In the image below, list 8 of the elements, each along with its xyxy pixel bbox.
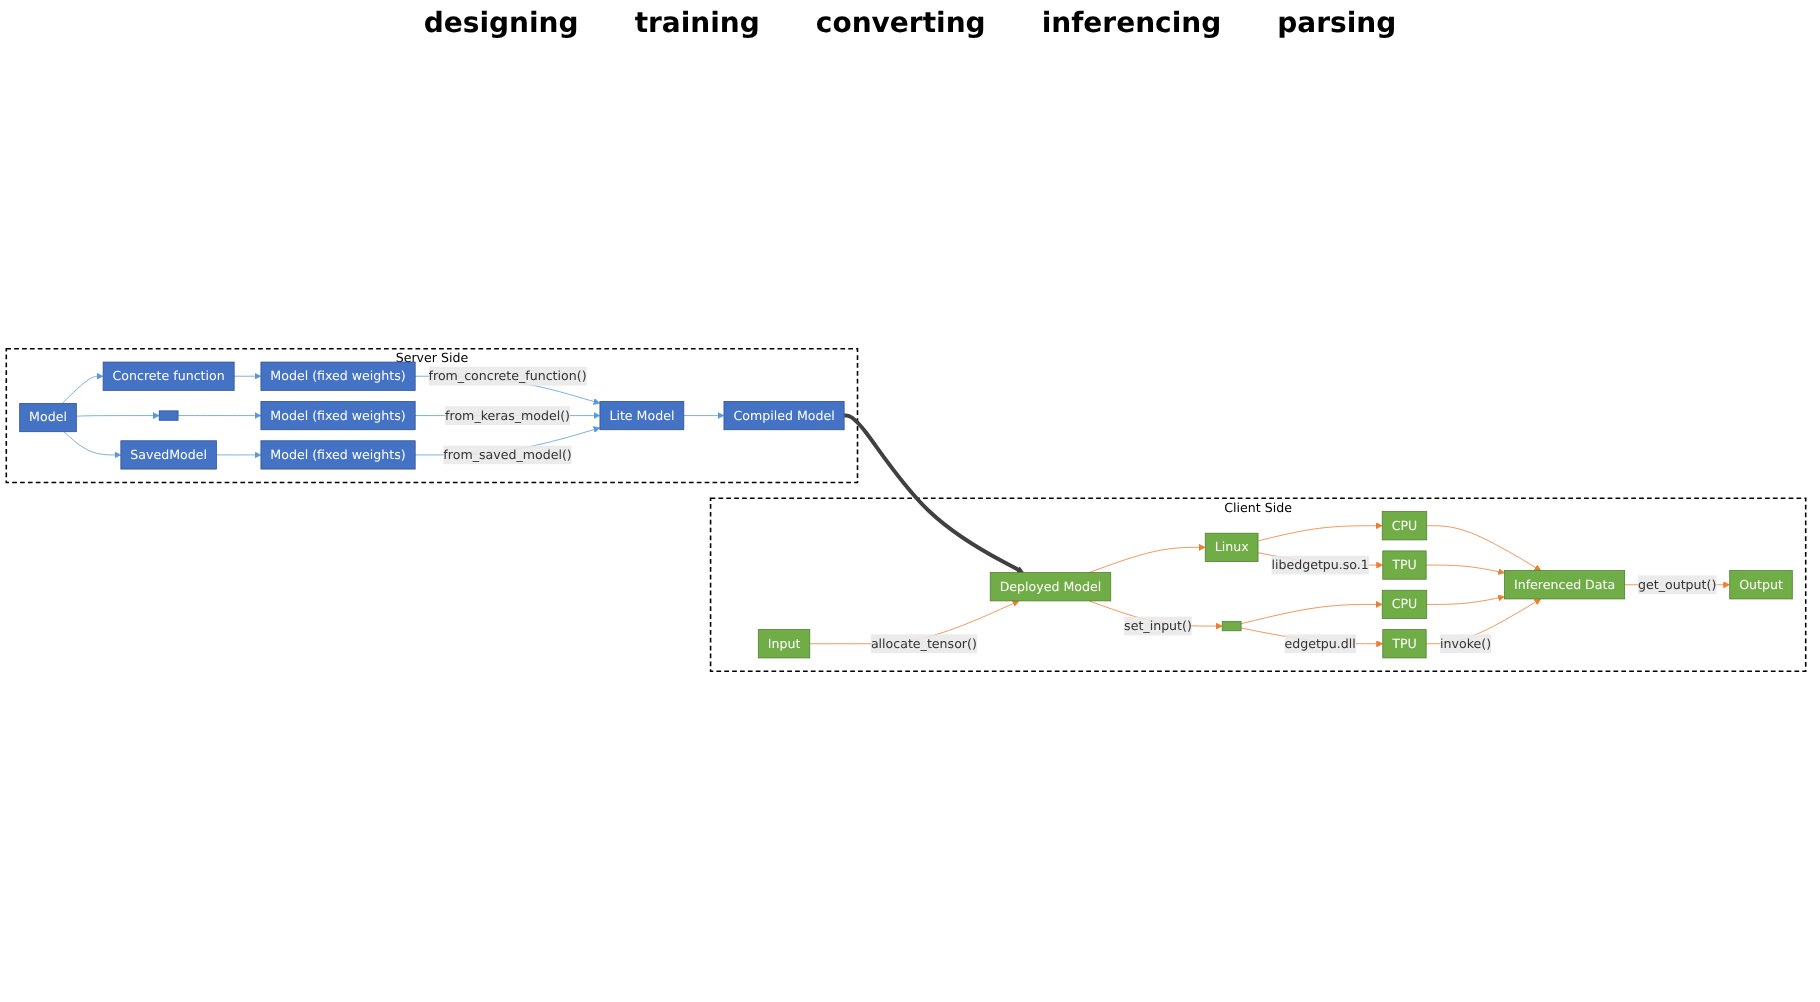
stage-heading: designing [423, 8, 579, 40]
stage-heading: training [634, 8, 760, 40]
stage-heading: converting [815, 8, 986, 40]
stage-heading: parsing [1277, 8, 1397, 40]
arrow [844, 413, 1024, 573]
stage-heading: inferencing [1041, 8, 1222, 40]
node-box [1221, 620, 1242, 632]
node-box [158, 410, 179, 421]
